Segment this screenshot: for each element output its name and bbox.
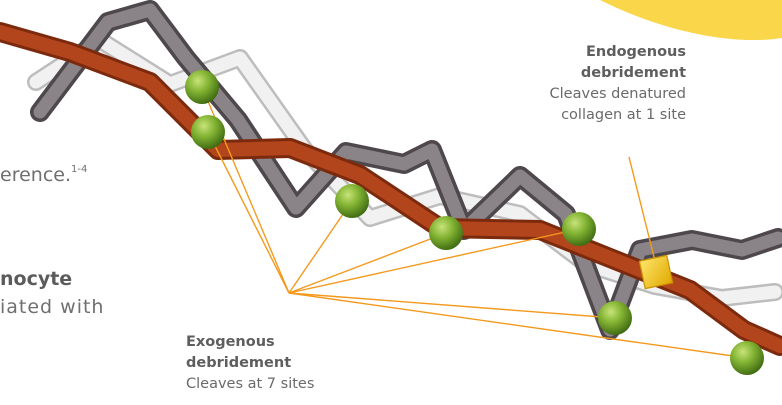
accent-blob [600,0,782,40]
reference-superscript: 1-4 [71,164,87,175]
cleavage-site-green [598,301,632,335]
exogenous-label: Exogenous debridement Cleaves at 7 sites [186,332,314,395]
paragraph-fragment-2: nocyte [0,268,72,290]
cleavage-site-green [730,341,764,375]
cleavage-site-yellow [639,255,672,288]
exogenous-title-line2: debridement [186,353,314,374]
exogenous-title-line1: Exogenous [186,332,314,353]
endogenous-title-line1: Endogenous [550,42,686,63]
cleavage-site-green [185,70,219,104]
paragraph-fragment-1: erence.1-4 [0,164,87,186]
cleavage-site-green [429,216,463,250]
cleavage-site-green [191,115,225,149]
endogenous-desc-line1: Cleaves denatured [550,84,686,105]
endogenous-title-line2: debridement [550,63,686,84]
cleavage-site-green [562,212,596,246]
endogenous-label: Endogenous debridement Cleaves denatured… [550,42,686,126]
exogenous-desc-line1: Cleaves at 7 sites [186,374,314,395]
paragraph-fragment-3: iated with [0,296,104,318]
endogenous-desc-line2: collagen at 1 site [550,105,686,126]
cleavage-site-green [335,184,369,218]
